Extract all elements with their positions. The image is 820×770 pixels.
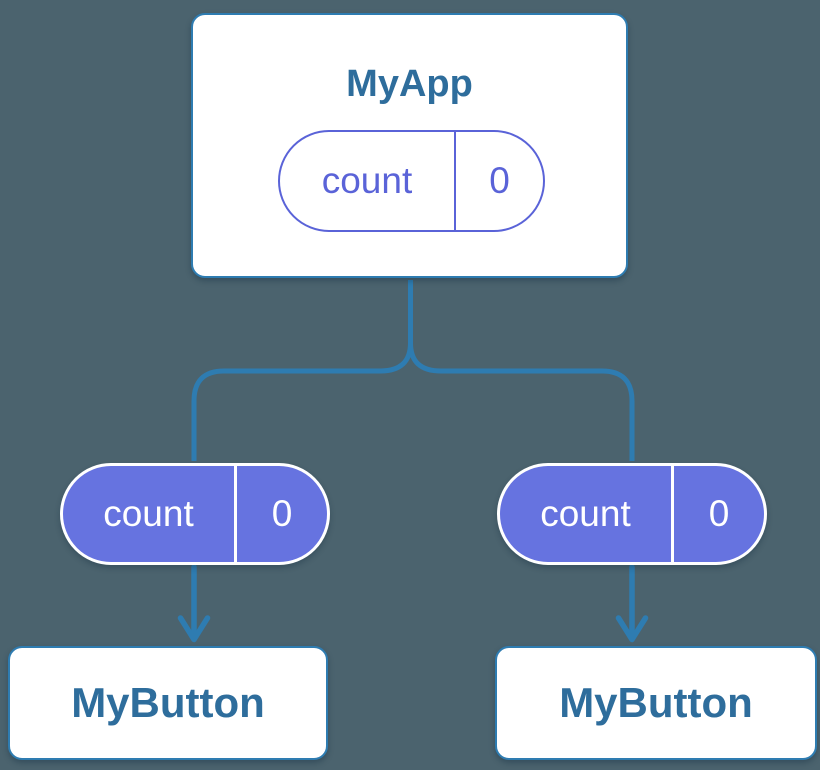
connector-branch-left (191, 342, 413, 461)
state-key-label: count (280, 132, 456, 230)
prop-pill: count 0 (60, 463, 330, 565)
component-title: MyButton (559, 678, 753, 726)
component-title: MyButton (71, 678, 265, 726)
arrow-down-icon (177, 564, 211, 643)
connector-branch-right (408, 342, 635, 461)
component-title: MyApp (346, 63, 473, 105)
prop-key-label: count (63, 466, 237, 562)
prop-pill: count 0 (497, 463, 767, 565)
component-card-mybutton-left: MyButton (8, 646, 328, 760)
state-pill: count 0 (278, 130, 545, 232)
component-card-mybutton-right: MyButton (495, 646, 817, 760)
prop-value: 0 (708, 493, 730, 534)
prop-value: 0 (271, 493, 293, 534)
state-value: 0 (489, 160, 510, 201)
arrow-down-icon (615, 564, 649, 643)
prop-key-label: count (500, 466, 674, 562)
